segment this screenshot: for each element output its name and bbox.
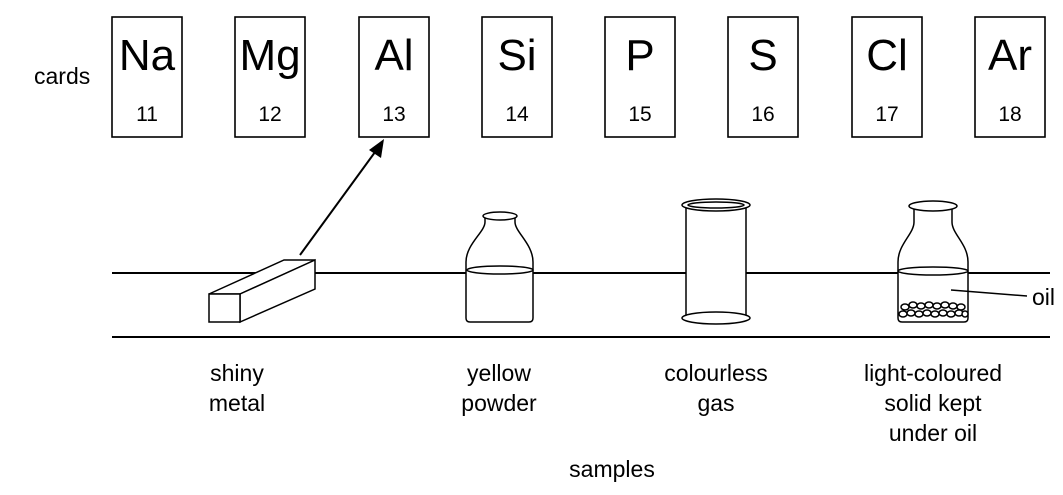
caption-line: yellow xyxy=(467,360,531,386)
caption-line: gas xyxy=(697,390,734,416)
card-symbol: P xyxy=(625,31,654,80)
powder-bottle-icon xyxy=(465,211,534,323)
solid-pieces xyxy=(898,301,969,318)
caption-line: powder xyxy=(461,390,537,416)
card-al: Al 13 xyxy=(358,16,430,138)
card-si: Si 14 xyxy=(481,16,553,138)
sample-caption-solid: light-coloured solid kept under oil xyxy=(864,360,1002,446)
card-symbol: Ar xyxy=(988,31,1032,80)
cards-label: cards xyxy=(34,63,90,89)
card-number: 14 xyxy=(505,103,529,126)
card-number: 13 xyxy=(382,103,405,126)
card-number: 18 xyxy=(998,103,1021,126)
oil-bottle-icon xyxy=(897,200,969,323)
oil-label: oil xyxy=(1032,284,1055,310)
metal-block-icon xyxy=(208,258,316,324)
card-symbol: Si xyxy=(497,31,536,80)
sample-caption-gas: colourless gas xyxy=(664,360,768,416)
caption-line: light-coloured xyxy=(864,360,1002,386)
card-p: P 15 xyxy=(604,16,676,138)
card-mg: Mg 12 xyxy=(234,16,306,138)
card-na: Na 11 xyxy=(111,16,183,138)
card-symbol: Na xyxy=(119,31,176,80)
caption-line: under oil xyxy=(889,420,977,446)
card-symbol: Mg xyxy=(239,31,300,80)
card-number: 15 xyxy=(628,103,651,126)
caption-line: shiny xyxy=(210,360,264,386)
samples-label: samples xyxy=(569,456,655,482)
card-number: 12 xyxy=(258,103,281,126)
card-number: 17 xyxy=(875,103,898,126)
card-s: S 16 xyxy=(727,16,799,138)
sample-caption-metal: shiny metal xyxy=(209,360,265,416)
card-symbol: Al xyxy=(374,31,413,80)
caption-line: colourless xyxy=(664,360,768,386)
card-symbol: S xyxy=(748,31,777,80)
oil-pointer-line xyxy=(950,289,1028,297)
card-symbol: Cl xyxy=(866,31,908,80)
sample-caption-powder: yellow powder xyxy=(461,360,537,416)
card-number: 16 xyxy=(751,103,774,126)
card-number: 11 xyxy=(136,103,158,126)
card-ar: Ar 18 xyxy=(974,16,1046,138)
caption-line: metal xyxy=(209,390,265,416)
gas-jar-icon xyxy=(681,198,751,325)
caption-line: solid kept xyxy=(884,390,982,416)
arrow xyxy=(299,139,384,256)
card-cl: Cl 17 xyxy=(851,16,923,138)
